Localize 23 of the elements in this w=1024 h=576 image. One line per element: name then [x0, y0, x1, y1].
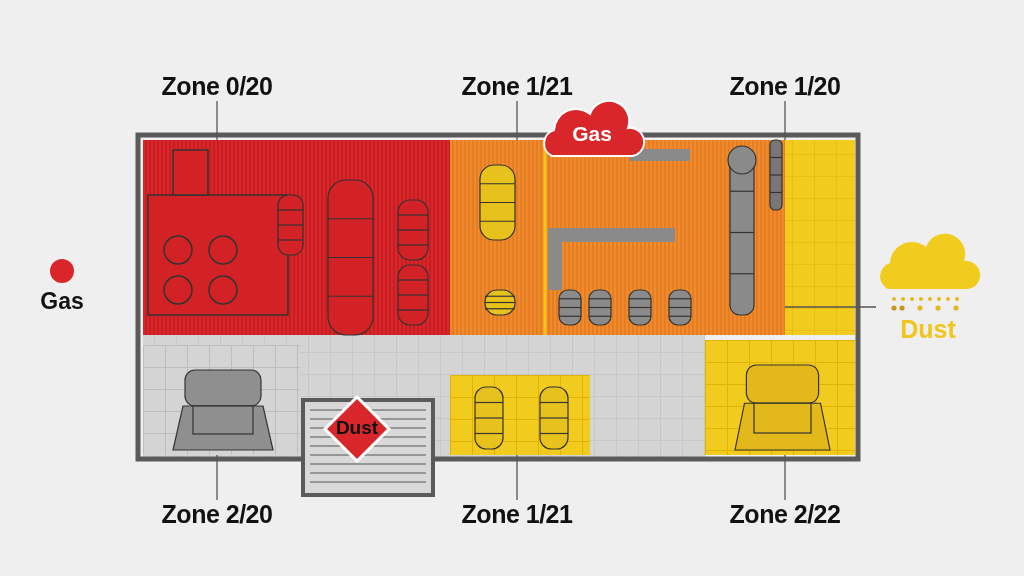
zone-label: Zone 1/21 — [461, 500, 573, 529]
gas-label: Gas — [571, 122, 613, 146]
leader-line — [516, 454, 518, 501]
zone-label: Zone 2/20 — [161, 500, 273, 529]
hazard-zone-area — [143, 345, 300, 455]
leader-line — [784, 306, 877, 308]
hazard-zone-area — [710, 140, 785, 335]
zone-label: Zone 2/22 — [729, 500, 841, 529]
dust-label: Dust — [334, 417, 380, 439]
leader-line — [784, 100, 786, 141]
leader-line — [516, 100, 518, 141]
hazard-zone-area — [450, 140, 710, 335]
zone-label: Zone 0/20 — [161, 72, 273, 101]
hazard-zone-area — [450, 375, 590, 455]
dust-label: Dust — [899, 315, 957, 344]
zone-label: Zone 1/21 — [461, 72, 573, 101]
zone-label: Zone 1/20 — [729, 72, 841, 101]
leader-line — [216, 100, 218, 141]
gas-label: Gas — [39, 288, 85, 315]
hazard-zone-area — [143, 140, 450, 335]
leader-line — [216, 454, 218, 501]
leader-line — [784, 454, 786, 501]
hazard-zone-area — [705, 340, 855, 455]
